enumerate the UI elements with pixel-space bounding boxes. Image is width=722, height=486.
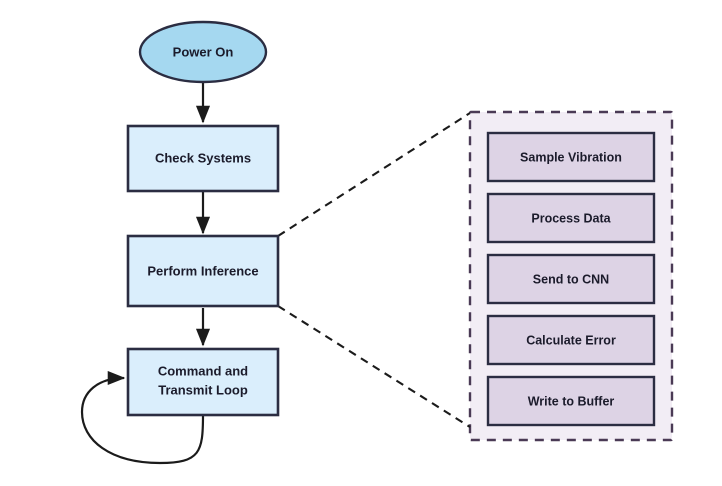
node-perform-inference-shape xyxy=(126,234,280,308)
panel-item-box xyxy=(486,253,656,305)
node-command-transmit-loop[interactable]: Command and Transmit Loop xyxy=(126,347,280,417)
panel-item-box xyxy=(486,375,656,427)
panel-item-box xyxy=(486,314,656,366)
dashed-connector-bottom xyxy=(277,305,471,428)
node-command-transmit-loop-shape xyxy=(126,347,280,417)
panel-item-label: Process Data xyxy=(531,211,611,225)
node-power-on-shape xyxy=(138,20,268,84)
node-check-systems-shape xyxy=(126,124,280,193)
panel-item-process-data[interactable]: Process Data xyxy=(486,192,656,244)
panel-item-calculate-error[interactable]: Calculate Error xyxy=(486,314,656,366)
panel-item-box xyxy=(486,192,656,244)
panel-item-write-to-buffer[interactable]: Write to Buffer xyxy=(486,375,656,427)
node-command-transmit-loop-label-line2: Transmit Loop xyxy=(158,382,248,397)
node-check-systems-label: Check Systems xyxy=(155,150,251,165)
panel-item-sample-vibration[interactable]: Sample Vibration xyxy=(486,131,656,183)
node-perform-inference-label: Perform Inference xyxy=(147,263,258,278)
node-perform-inference[interactable]: Perform Inference xyxy=(126,234,280,308)
panel-item-label: Write to Buffer xyxy=(528,394,615,408)
panel-item-label: Sample Vibration xyxy=(520,150,622,164)
dashed-connector-top xyxy=(277,112,471,237)
node-command-transmit-loop-label-line1: Command and xyxy=(158,363,248,378)
panel-item-label: Send to CNN xyxy=(533,272,609,286)
panel-item-label: Calculate Error xyxy=(526,333,616,347)
panel-item-send-to-cnn[interactable]: Send to CNN xyxy=(486,253,656,305)
node-power-on-label: Power On xyxy=(173,44,234,59)
node-power-on[interactable]: Power On xyxy=(138,20,268,84)
connector-loop-self xyxy=(80,370,205,465)
panel-item-box xyxy=(486,131,656,183)
node-check-systems[interactable]: Check Systems xyxy=(126,124,280,193)
expansion-panel: Sample Vibration Process Data Send to CN… xyxy=(468,110,674,442)
